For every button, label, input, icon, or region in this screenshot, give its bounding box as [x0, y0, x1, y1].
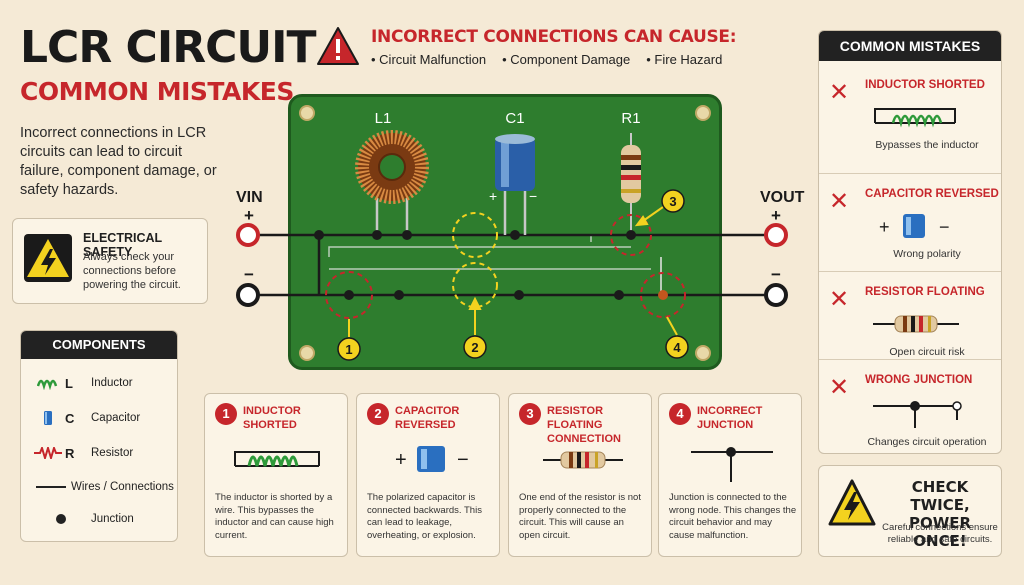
x-icon: ✕ — [829, 188, 850, 215]
resistor-icon — [34, 447, 62, 459]
safety-text: Always check your connections before pow… — [83, 251, 181, 291]
check-heading: CHECK TWICE, POWER ONCE! — [908, 478, 972, 550]
panel-heading: COMMON MISTAKES — [819, 31, 1001, 61]
warning-item: • Fire Hazard — [646, 52, 723, 67]
highlight-circle-1 — [325, 271, 373, 319]
junction-icon — [56, 514, 66, 524]
label-l1: L1 — [375, 110, 392, 127]
svg-text:3: 3 — [669, 194, 676, 209]
circuit-board: L1 C1 + − R1 — [288, 94, 722, 370]
x-icon: ✕ — [829, 79, 850, 106]
panel-item-inductor-shorted: ✕ INDUCTOR SHORTED Bypasses the inductor — [829, 79, 985, 151]
warning-triangle-icon — [24, 234, 72, 282]
junction-dots — [314, 230, 636, 300]
legend-row-capacitor: C Capacitor — [31, 408, 181, 428]
resistor-floating-icon — [873, 315, 959, 333]
highlight-circle-2a — [452, 212, 498, 258]
marker-1: 1 — [337, 337, 361, 361]
safety-heading: ELECTRICAL SAFETY — [83, 231, 162, 259]
mistake-card-1: 1 INDUCTOR SHORTED The inductor is short… — [204, 393, 348, 557]
label-vin: VIN — [236, 189, 263, 206]
vout-minus-terminal — [764, 283, 788, 307]
legend-row-wire: Wires / Connections — [31, 477, 181, 497]
inductor-icon — [37, 379, 58, 390]
svg-text:−: − — [771, 265, 781, 284]
warning-title: INCORRECT CONNECTIONS CAN CAUSE: — [371, 27, 737, 47]
resistor-r1 — [621, 133, 641, 235]
highlight-circle-3 — [610, 214, 652, 256]
label-c1: C1 — [505, 110, 524, 127]
vout-plus-terminal — [764, 223, 788, 247]
svg-text:2: 2 — [471, 340, 478, 355]
marker-4: 4 — [665, 335, 689, 359]
warning-list: • Circuit Malfunction • Component Damage… — [371, 52, 722, 67]
highlight-circle-2b — [452, 262, 498, 308]
capacitor-reversed-illustration: + − — [395, 446, 469, 472]
inductor-l1 — [355, 130, 429, 235]
svg-text:+: + — [771, 206, 781, 225]
capacitor-reversed-icon: + − — [879, 214, 950, 238]
svg-text:−: − — [244, 265, 254, 284]
x-icon: ✕ — [829, 286, 850, 313]
legend-row-inductor: L Inductor — [31, 373, 181, 393]
highlight-circle-4 — [640, 272, 686, 318]
label-vout: VOUT — [760, 189, 805, 206]
components-heading: COMPONENTS — [21, 331, 177, 359]
mounting-holes — [299, 105, 711, 361]
svg-text:1: 1 — [345, 342, 352, 357]
svg-text:+: + — [879, 217, 890, 237]
inductor-shorted-illustration — [234, 451, 320, 467]
legend-row-junction: Junction — [31, 509, 181, 529]
panel-item-capacitor-reversed: ✕ CAPACITOR REVERSED + − Wrong polarity — [819, 173, 1001, 269]
check-twice-card: CHECK TWICE, POWER ONCE! Careful connect… — [818, 465, 1002, 557]
panel-item-wrong-junction: ✕ WRONG JUNCTION Changes circuit operati… — [819, 359, 1001, 455]
inductor-shorted-icon — [874, 108, 956, 128]
circuit-diagram: L1 C1 + − R1 — [291, 105, 719, 361]
components-legend: COMPONENTS L Inductor C Capacitor R Resi… — [20, 330, 178, 542]
incorrect-junction-illustration — [691, 447, 773, 482]
svg-text:−: − — [529, 188, 537, 204]
mistake-card-4: 4 INCORRECT JUNCTION Junction is connect… — [658, 393, 802, 557]
vin-plus-terminal — [236, 223, 260, 247]
svg-text:−: − — [939, 217, 950, 237]
safety-card: ELECTRICAL SAFETY Always check your conn… — [12, 218, 208, 304]
svg-text:4: 4 — [673, 340, 681, 355]
panel-item-resistor-floating: ✕ RESISTOR FLOATING Open circuit risk — [819, 271, 1001, 367]
mistake-card-2: 2 CAPACITOR REVERSED + − The polarized c… — [356, 393, 500, 557]
wire-icon — [36, 486, 66, 488]
page-title: LCR CIRCUIT — [20, 22, 316, 73]
intro-text: Incorrect connections in LCR circuits ca… — [20, 125, 217, 198]
legend-row-resistor: R Resistor — [31, 443, 181, 463]
svg-text:−: − — [457, 449, 469, 471]
warning-icon — [317, 27, 359, 65]
marker-3: 3 — [661, 189, 685, 213]
vin-minus-terminal — [236, 283, 260, 307]
resistor-floating-illustration — [543, 451, 623, 469]
svg-text:+: + — [489, 188, 497, 204]
svg-text:+: + — [244, 206, 254, 225]
mistake-card-3: 3 RESISTOR FLOATING CONNECTION One end o… — [508, 393, 652, 557]
capacitor-icon — [44, 411, 52, 425]
lightning-warning-icon — [828, 479, 876, 526]
x-icon: ✕ — [829, 374, 850, 401]
wrong-junction-icon — [873, 401, 962, 428]
label-r1: R1 — [621, 110, 640, 127]
warning-item: • Circuit Malfunction — [371, 52, 487, 67]
warning-item: • Component Damage — [502, 52, 631, 67]
svg-text:+: + — [395, 449, 407, 471]
page-subtitle: COMMON MISTAKES — [20, 77, 294, 106]
marker-2: 2 — [463, 335, 487, 359]
common-mistakes-panel: COMMON MISTAKES ✕ INDUCTOR SHORTED Bypas… — [818, 30, 1002, 454]
check-text: Careful connections ensure reliable and … — [882, 522, 998, 545]
capacitor-c1: + − — [489, 134, 537, 235]
